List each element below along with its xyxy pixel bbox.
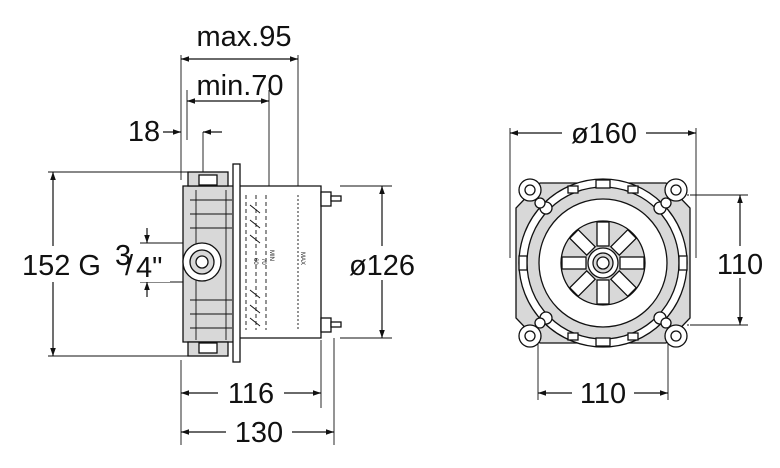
label-mask	[712, 246, 772, 278]
mark-70: 70	[260, 258, 266, 265]
mounting-lug-bottom-right	[664, 324, 688, 348]
min-mark: MIN	[268, 250, 274, 261]
mounting-lug-top-left	[518, 178, 542, 202]
stud-top-tip	[330, 195, 342, 202]
label-mask	[572, 376, 634, 408]
body-diameter-label: ø126	[349, 250, 415, 282]
label-mask	[342, 246, 422, 280]
inner-width-label: 116	[228, 378, 274, 410]
max-depth-label: max.95	[196, 21, 291, 53]
vertical-spacing-label: 110	[717, 249, 763, 281]
mounting-lug-top-right	[664, 178, 688, 202]
min-depth-label: min.70	[196, 70, 283, 102]
screw-holes	[534, 197, 672, 329]
stud-bottom-tip	[330, 321, 342, 328]
stud-bottom	[320, 317, 332, 333]
central-hub	[560, 220, 646, 306]
max-mark: MAX	[299, 252, 305, 265]
label-mask	[218, 375, 284, 407]
front-view: ø160 110 110	[509, 116, 772, 410]
flange-plate	[232, 163, 241, 363]
ring-bosses	[518, 179, 688, 347]
top-boss-socket	[198, 174, 218, 186]
depth-markings	[245, 195, 299, 330]
thread-slash: /	[125, 250, 134, 282]
thread-numerator: 3	[115, 240, 131, 272]
offset-label: 18	[128, 116, 160, 148]
label-mask	[562, 116, 646, 148]
flange-diameter-label: ø160	[571, 118, 637, 150]
horizontal-spacing-label: 110	[580, 378, 626, 410]
stud-top	[320, 191, 332, 207]
label-mask	[20, 246, 170, 282]
thread-denominator: 4"	[136, 252, 162, 284]
cylinder-body	[235, 185, 322, 339]
label-mask	[226, 414, 292, 446]
mark-60: 60	[252, 258, 258, 265]
inlet-port-bore	[195, 255, 209, 269]
bottom-boss-socket	[198, 342, 218, 354]
outer-width-label: 130	[235, 417, 283, 449]
mounting-lug-bottom-left	[518, 324, 542, 348]
